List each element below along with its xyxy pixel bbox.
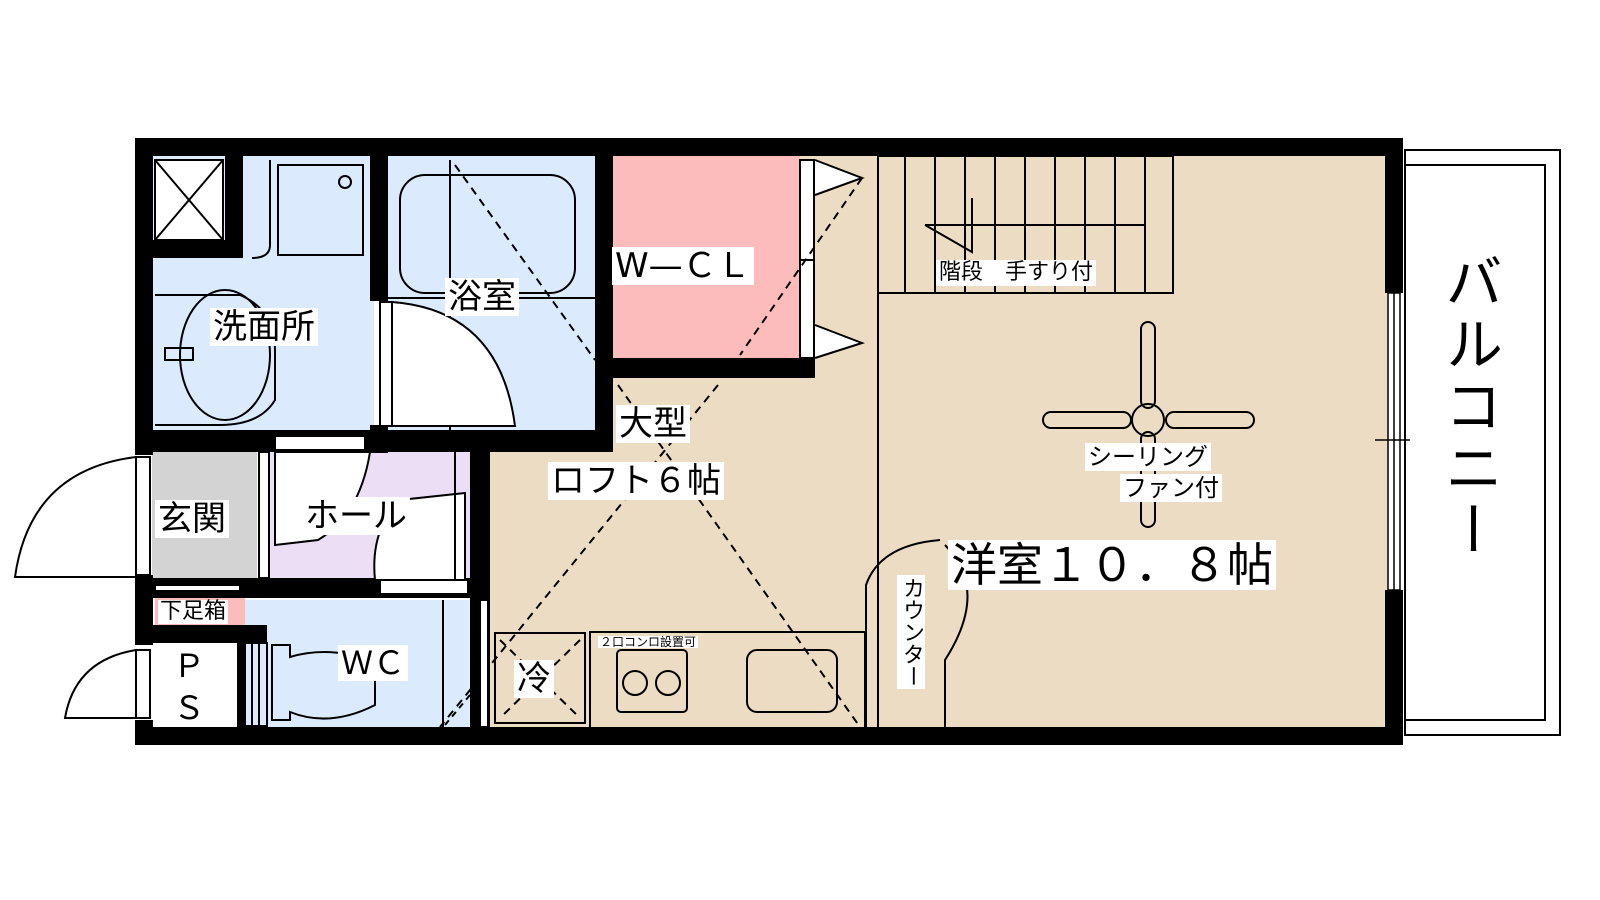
stairs [877,155,1174,727]
washroom-label: 洗面所 [210,308,318,346]
fan-label-line1: シーリング [1085,443,1211,471]
pipe-space-label-line1: Ｐ [170,648,209,684]
toilet-label: ＷＣ [338,645,409,681]
hall-label: ホール [302,497,410,535]
balcony-inner [1404,164,1546,721]
balcony-floor [1404,149,1561,736]
ps-door [63,648,151,719]
counter-label: カウンター [897,575,925,689]
stove-label: ２口コンロ設置可 [598,635,699,649]
closet-label: W—ＣＬ [612,247,754,285]
stairs-label: 階段 手すり付 [936,260,1097,286]
pipe-space-label-line2: Ｓ [170,690,209,726]
kitchen [479,599,866,728]
bathroom-label: 浴室 [445,278,519,316]
balcony-label: バルコニー [1435,252,1503,562]
entrance-label: 玄関 [155,500,229,538]
bathroom-fixtures [379,160,596,430]
closet-fixtures [739,159,866,359]
toilet-fixture [244,600,471,727]
entrance-door [13,455,241,592]
loft-label-line1: 大型 [616,405,690,443]
fan-label-line2: ファン付 [1120,474,1222,502]
walls [135,138,1403,745]
loft-label-line2: ロフト６帖 [548,462,724,500]
shoe-box-label: 下足箱 [158,599,229,624]
balcony-window [1375,292,1410,591]
western-room-label: 洋室１０．８帖 [948,540,1276,590]
washroom-fixtures [154,159,364,426]
fridge-label: 冷 [514,660,554,698]
